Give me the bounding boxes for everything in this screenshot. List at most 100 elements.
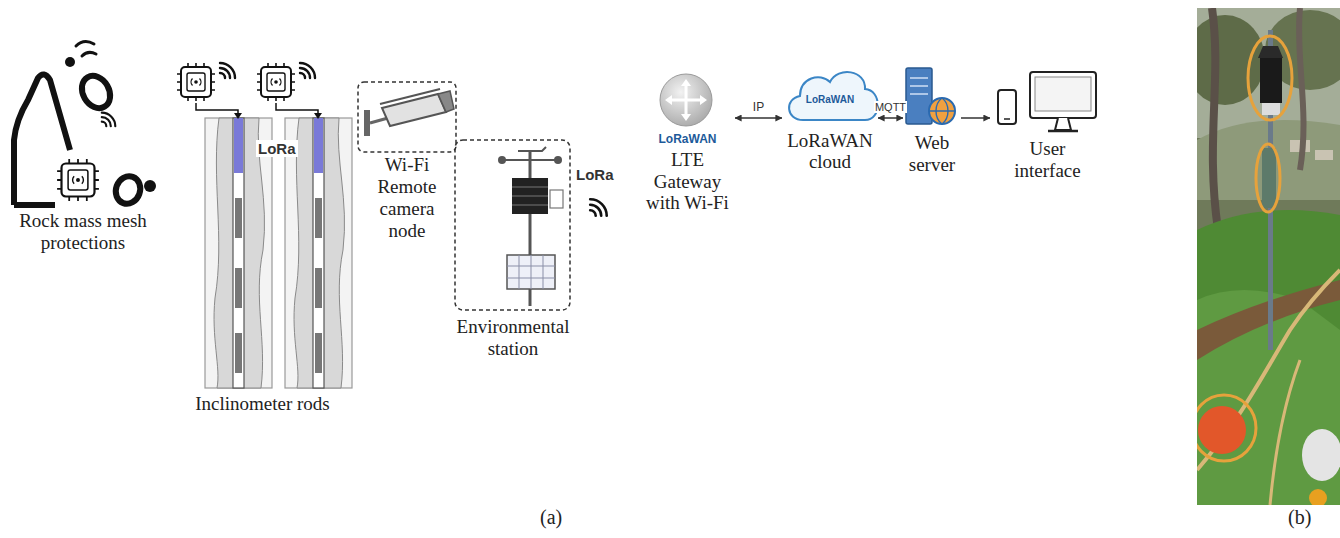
weather-station-illustration [498, 156, 506, 164]
camera-illustration [364, 110, 370, 136]
weather-station-illustration [590, 199, 607, 216]
site-photo [1248, 36, 1292, 120]
weather-station-illustration [554, 156, 562, 164]
gateway-icon [660, 74, 712, 126]
weather-station-illustration [512, 187, 548, 205]
weather-station-illustration [502, 159, 558, 161]
camera-illustration [382, 94, 446, 126]
node-label: LTE Gateway with Wi-Fi [642, 149, 734, 215]
edge-label: IP [752, 101, 765, 114]
node-label: LoRaWAN cloud [782, 130, 878, 174]
connector-arrow [878, 117, 903, 119]
user-device-icons [1030, 72, 1096, 118]
user-device-icons [1004, 118, 1010, 120]
weather-station-illustration [512, 178, 548, 214]
site-photo [1258, 46, 1283, 58]
rockfall-icon [57, 159, 99, 201]
site-photo [1262, 103, 1280, 115]
inclinometer-illustration [276, 103, 318, 114]
site-photo [1197, 8, 1340, 505]
inclinometer-illustration [300, 63, 315, 78]
web-server-icon [929, 98, 955, 124]
gateway-icon [668, 82, 704, 118]
user-device-icons [998, 90, 1016, 124]
inclinometer-illustration [220, 63, 235, 78]
site-photo [1260, 58, 1282, 103]
node-label: Inclinometer rods [195, 393, 330, 415]
inclinometer-illustration [196, 103, 238, 114]
rockfall-icon [65, 57, 75, 67]
user-device-icons [998, 72, 1096, 131]
inclinometer-illustration [234, 113, 242, 119]
protocol-label: LoRa [574, 166, 616, 183]
inclinometer-illustration [314, 113, 322, 119]
site-photo [1290, 140, 1333, 160]
site-photo [1309, 489, 1327, 505]
cloud-icon [789, 72, 878, 120]
rockfall-icon [14, 202, 55, 208]
logo-text: LoRaWAN [659, 133, 717, 147]
weather-station-illustration [518, 147, 546, 151]
gateway-node: LoRaWAN LTE Gateway with Wi-Fi [640, 70, 735, 214]
node-label: Wi-Fi Remote camera node [370, 154, 444, 241]
site-photo [1212, 8, 1218, 230]
site-photo [1197, 395, 1256, 461]
node-label: Environmental station [446, 316, 580, 360]
user-device-icons [1035, 77, 1091, 111]
logo-text: LoRaWAN [806, 94, 854, 106]
connector-arrow [961, 117, 990, 119]
protocol-label: LoRa [256, 140, 298, 157]
rockfall-icon [76, 41, 96, 56]
gateway-icon [665, 79, 707, 121]
inclinometer-illustration [257, 63, 295, 101]
site-photo [1270, 360, 1300, 505]
connector-arrow [735, 117, 782, 119]
camera-illustration [358, 82, 456, 152]
rockfall-icon [102, 113, 116, 127]
site-photo [1197, 15, 1265, 105]
camera-illustration [370, 118, 388, 123]
inclinometer-illustration [177, 63, 215, 101]
camera-illustration [438, 91, 454, 112]
site-photo [1299, 8, 1304, 170]
inclinometer-illustration [285, 118, 352, 388]
web-server-icon [910, 78, 928, 94]
weather-station-illustration [550, 190, 563, 208]
node-label: User interface [1004, 138, 1092, 182]
panel-label: (a) [540, 506, 562, 529]
site-photo [1198, 406, 1246, 454]
site-photo [1256, 144, 1280, 212]
rockfall-icon [144, 180, 156, 192]
node-label: Rock mass mesh protections [8, 210, 158, 254]
site-photo [1262, 148, 1276, 208]
site-photo [1302, 429, 1340, 481]
web-server-icon [906, 68, 932, 124]
user-device-icons [1048, 130, 1078, 133]
inclinometer-illustration [177, 63, 352, 388]
cloud-icon [789, 72, 878, 120]
cloud-node: LoRaWAN LoRaWAN cloud [782, 62, 878, 173]
user-interface-node: User interface [990, 62, 1105, 182]
weather-station-illustration [507, 255, 555, 289]
weather-station-illustration [507, 255, 555, 289]
user-device-icons [1055, 118, 1071, 130]
camera-illustration [380, 89, 440, 104]
web-server-node: Web server [903, 62, 961, 176]
gateway-icon [660, 74, 712, 126]
weather-station-illustration [455, 140, 570, 310]
camera-node: Wi-Fi Remote camera node [358, 82, 456, 241]
rockfall-icon [76, 71, 116, 113]
edge-label: MQTT [874, 101, 907, 113]
inclinometer-illustration [205, 118, 272, 388]
camera-illustration [358, 82, 456, 152]
rockfall-icon [112, 173, 144, 208]
rockfall-icon [14, 41, 156, 207]
node-label: Web server [903, 132, 961, 176]
rockfall-node: Rock mass mesh protections [8, 60, 158, 254]
inclinometer-node: Inclinometer rods [170, 60, 355, 415]
web-server-icon [906, 68, 955, 124]
web-server-icon [929, 98, 955, 124]
